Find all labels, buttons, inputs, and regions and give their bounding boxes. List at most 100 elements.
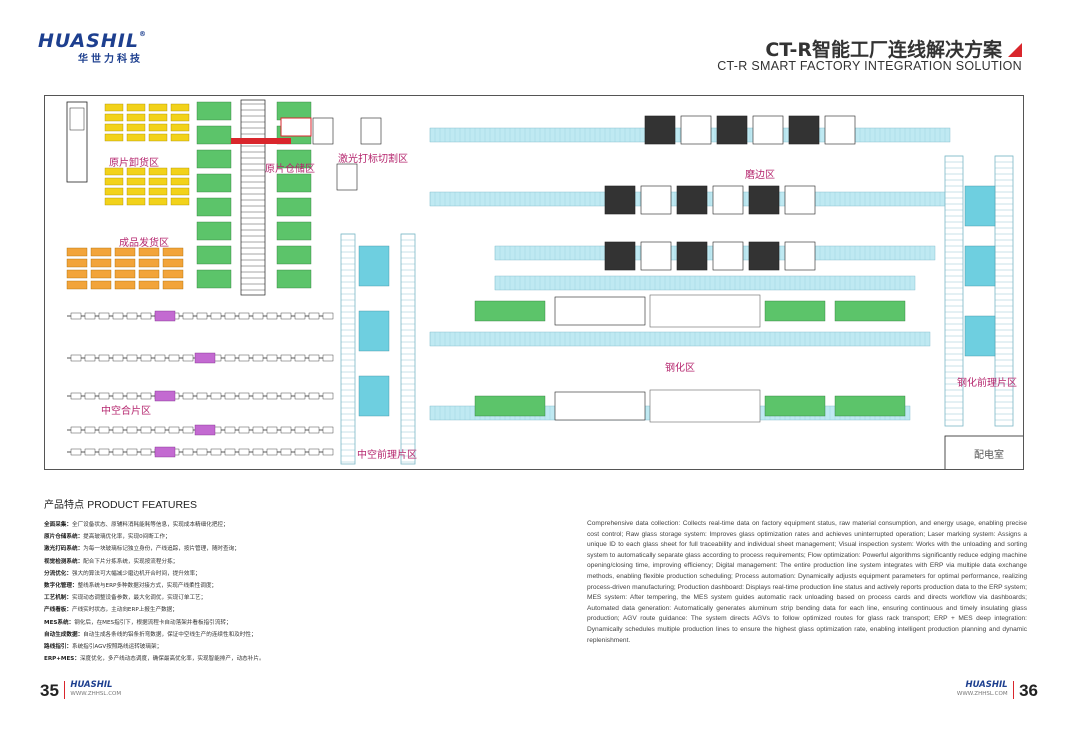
raw-rack bbox=[126, 123, 146, 132]
raw-rack bbox=[104, 167, 124, 176]
zone-label-power-room: 配电室 bbox=[974, 450, 1004, 461]
storage-rack bbox=[276, 149, 312, 169]
edging-machine bbox=[748, 241, 780, 271]
insulating-station bbox=[224, 448, 236, 456]
insulating-station bbox=[126, 448, 138, 456]
insulating-station bbox=[266, 426, 278, 434]
feature-item: 产线看板：产线实时状态，主动向ERP上报生产数据； bbox=[44, 604, 344, 616]
edging-machine bbox=[752, 115, 784, 145]
storage-rack bbox=[196, 197, 232, 217]
insulating-station bbox=[308, 312, 320, 320]
insulating-press bbox=[154, 390, 176, 402]
raw-rack bbox=[170, 197, 190, 206]
insulating-station bbox=[98, 312, 110, 320]
raw-rack bbox=[170, 133, 190, 142]
insulating-station bbox=[126, 426, 138, 434]
edging-machine bbox=[676, 241, 708, 271]
finished-rack bbox=[90, 280, 112, 290]
raw-rack bbox=[148, 133, 168, 142]
storage-rack bbox=[196, 269, 232, 289]
insulating-station bbox=[140, 312, 152, 320]
feature-item-text: 产线实时状态，主动向ERP上报生产数据； bbox=[71, 607, 178, 614]
feature-item-text: 全厂设备状态、原辅料消耗能耗等信息，实现成本精细化把控； bbox=[71, 522, 229, 528]
insulating-station bbox=[168, 354, 180, 362]
footer-website: WWW.ZHHSL.COM bbox=[70, 690, 122, 697]
edging-machine bbox=[644, 115, 676, 145]
feature-item-name: 分流优化： bbox=[44, 570, 72, 577]
raw-rack bbox=[170, 167, 190, 176]
raw-rack bbox=[104, 123, 124, 132]
features-heading: 产品特点 PRODUCT FEATURES bbox=[44, 496, 344, 511]
edging-machine bbox=[716, 115, 748, 145]
features-heading-en: PRODUCT FEATURES bbox=[87, 499, 198, 511]
feature-item-name: MES系统： bbox=[44, 619, 75, 626]
cutting-table bbox=[360, 117, 382, 145]
feature-item: 全面采集：全厂设备状态、原辅料消耗能耗等信息，实现成本精细化把控； bbox=[44, 519, 344, 531]
insulating-station bbox=[84, 448, 96, 456]
insulating-station bbox=[308, 392, 320, 400]
insulating-station bbox=[84, 392, 96, 400]
insulating-station bbox=[322, 312, 334, 320]
raw-rack bbox=[126, 167, 146, 176]
raw-rack bbox=[148, 123, 168, 132]
raw-rack bbox=[126, 133, 146, 142]
insulating-station bbox=[322, 392, 334, 400]
edging-machine bbox=[640, 241, 672, 271]
footer-website: WWW.ZHHSL.COM bbox=[956, 690, 1008, 697]
finished-rack bbox=[66, 269, 88, 279]
insulating-station bbox=[238, 392, 250, 400]
gantry-track bbox=[240, 99, 266, 296]
power-room-box bbox=[944, 435, 1023, 469]
raw-rack bbox=[104, 103, 124, 112]
temper-furnace bbox=[554, 391, 646, 421]
insulating-station bbox=[238, 354, 250, 362]
insulating-station bbox=[322, 354, 334, 362]
finished-rack bbox=[90, 269, 112, 279]
feature-item-name: ERP+MES： bbox=[44, 656, 80, 663]
insulating-station bbox=[252, 312, 264, 320]
insulating-station bbox=[70, 448, 82, 456]
insulating-station bbox=[98, 392, 110, 400]
pre-insulating-rack bbox=[358, 245, 390, 287]
truck-shape bbox=[66, 101, 88, 183]
edging-machine bbox=[712, 185, 744, 215]
temper-unload bbox=[764, 395, 826, 417]
temper-quench bbox=[649, 389, 761, 423]
feature-item: 激光打码系统：为每一块玻璃标记独立身份，产线追踪，按片管理，随时查询； bbox=[44, 543, 344, 555]
insulating-station bbox=[154, 354, 166, 362]
temper-load bbox=[474, 395, 546, 417]
pre-temper-rack bbox=[964, 245, 996, 287]
feature-item-text: 提高玻璃优化率，实现0间断工作； bbox=[83, 534, 171, 541]
raw-rack bbox=[126, 177, 146, 186]
pre-insulating-rack bbox=[358, 375, 390, 417]
insulating-station bbox=[224, 354, 236, 362]
finished-rack bbox=[114, 280, 136, 290]
zone-label-finished-shipping: 成品发货区 bbox=[119, 238, 169, 249]
raw-rack bbox=[104, 197, 124, 206]
feature-item-text: 自动生成各条线的铝条折弯数据，保证中空线生产的连续性和及时性； bbox=[83, 631, 257, 638]
storage-rack bbox=[276, 269, 312, 289]
feature-item-name: 全面采集： bbox=[44, 522, 72, 528]
temper-furnace bbox=[554, 296, 646, 326]
footer-brand-name: HUASHIL bbox=[70, 680, 113, 690]
rack-ladder bbox=[340, 233, 356, 465]
insulating-station bbox=[112, 354, 124, 362]
edging-machine bbox=[824, 115, 856, 145]
feature-item-name: 路线指引： bbox=[44, 644, 72, 651]
page-title-block: CT-R智能工厂连线解决方案 CT-R SMART FACTORY INTEGR… bbox=[717, 35, 1022, 73]
insulating-station bbox=[294, 448, 306, 456]
finished-rack bbox=[114, 247, 136, 257]
temper-unload bbox=[834, 300, 906, 322]
finished-rack bbox=[138, 280, 160, 290]
logo-subtitle: 华世力科技 bbox=[78, 54, 143, 65]
zone-label-insulating: 中空合片区 bbox=[101, 406, 151, 417]
insulating-station bbox=[140, 354, 152, 362]
raw-rack bbox=[126, 187, 146, 196]
insulating-press bbox=[194, 352, 216, 364]
temper-unload bbox=[764, 300, 826, 322]
feature-item-name: 产线看板： bbox=[44, 607, 72, 614]
insulating-station bbox=[322, 448, 334, 456]
